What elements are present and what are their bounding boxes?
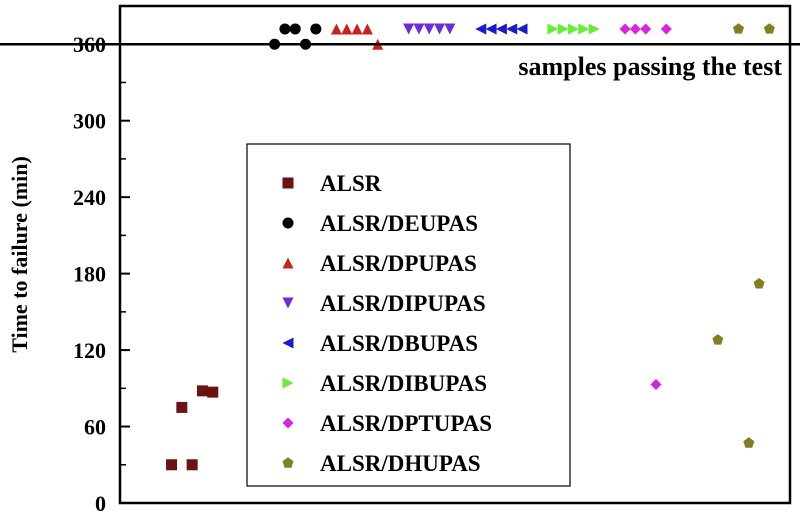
legend-label: ALSR/DIPUPAS [320,291,486,316]
data-point [166,459,178,471]
data-point [423,23,435,35]
data-point [495,23,507,35]
data-point [351,23,363,35]
data-point [547,23,559,35]
y-axis-title: Time to failure (min) [7,156,32,353]
data-point [310,23,322,35]
data-point [330,23,342,35]
legend-marker [282,457,294,468]
legend-marker [282,337,294,349]
plot-frame [118,4,792,505]
legend-label: ALSR/DHUPAS [320,451,481,476]
data-point [186,459,198,471]
data-point [619,23,631,35]
data-point [763,23,775,34]
data-point [403,23,415,35]
data-point [743,437,755,448]
data-point [279,23,291,35]
legend-box [246,143,571,487]
y-tick-label: 180 [73,262,106,287]
reference-line-label: samples passing the test [518,52,782,81]
data-point [361,23,373,35]
legend-label: ALSR/DPTUPAS [320,411,492,436]
data-point [475,23,487,35]
legend-marker [282,217,294,229]
data-point [578,23,590,35]
data-point [176,401,188,413]
data-point [289,23,301,35]
legend-label: ALSR/DIBUPAS [320,371,487,396]
y-tick-label: 60 [84,415,106,440]
data-point [568,23,580,35]
data-point [753,278,765,289]
legend: ALSR ALSR/DEUPAS ALSR/DPUPAS ALSR/DIPUPAS AL… [246,143,571,487]
data-point [660,23,672,35]
legend-marker [282,297,294,309]
data-point [640,23,652,35]
data-point [506,23,518,35]
data-point [413,23,425,35]
y-tick-label: 0 [95,491,106,516]
data-point [207,386,219,398]
legend-label: ALSR/DBUPAS [320,331,478,356]
y-tick-label: 300 [73,109,106,134]
legend-marker [282,377,294,389]
data-point [629,23,641,35]
data-point [733,23,744,34]
y-tick-label: 120 [73,338,106,363]
data-point [434,23,446,35]
legend-marker [282,417,294,429]
legend-marker [282,177,294,189]
data-point [650,378,662,390]
data-point [588,23,600,35]
data-point [516,23,528,35]
data-point [712,334,724,345]
data-point [557,23,569,35]
legend-marker [282,257,294,269]
legend-label: ALSR [320,171,382,196]
data-point [444,23,456,35]
data-point [341,23,353,35]
legend-label: ALSR/DPUPAS [320,251,477,276]
legend-label: ALSR/DEUPAS [320,211,478,236]
y-tick-label: 240 [73,185,106,210]
data-point [485,23,497,35]
data-point [196,385,208,397]
